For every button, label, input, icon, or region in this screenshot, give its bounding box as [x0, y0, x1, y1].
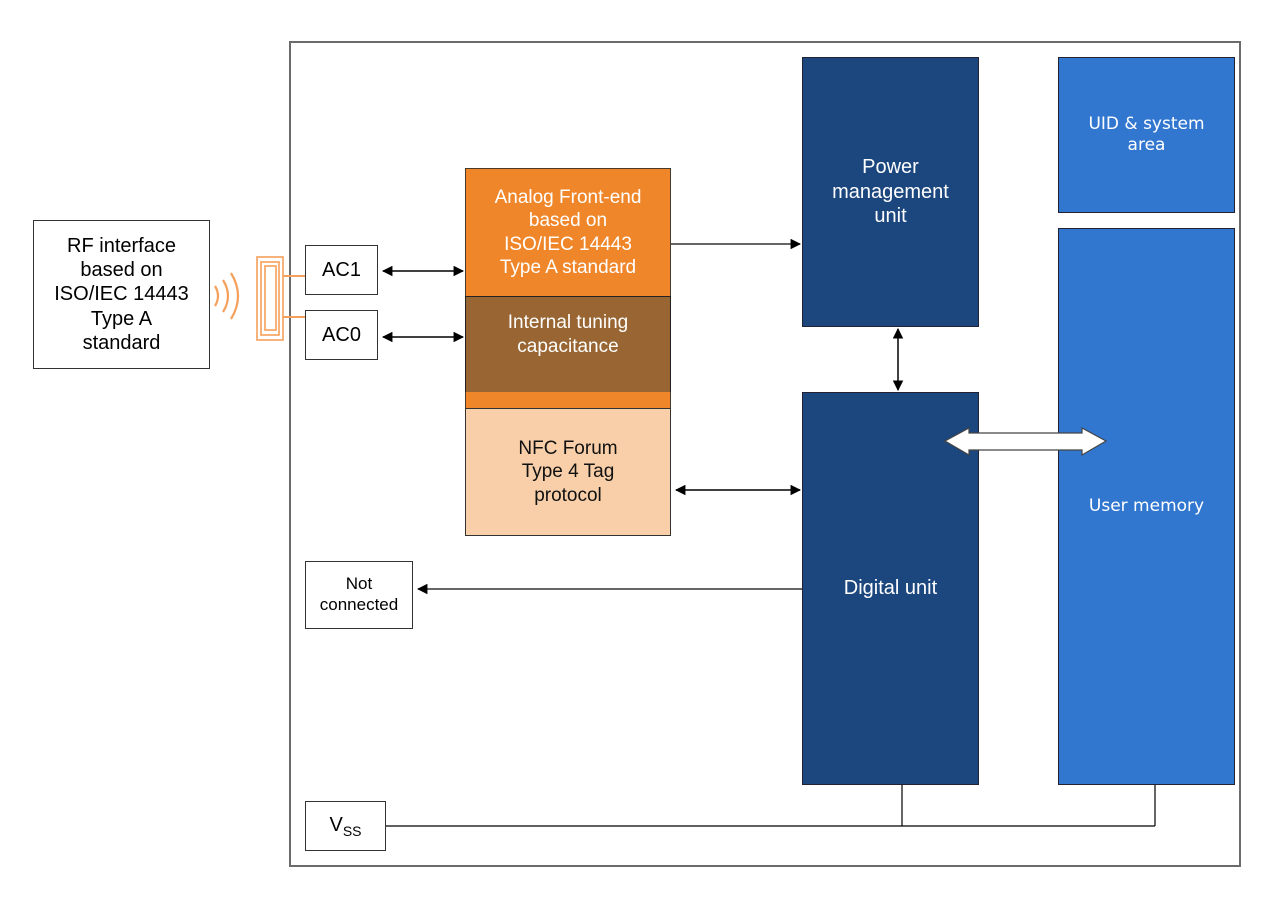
internal-tuning-label: Internal tuning capacitance [507, 312, 629, 357]
rf-interface-label: RF interface based on ISO/IEC 14443 Type… [54, 234, 189, 355]
user-memory-block: User memory [1058, 228, 1235, 785]
nfc-protocol-block: NFC Forum Type 4 Tag protocol [465, 408, 671, 536]
pin-ac1: AC1 [305, 245, 378, 295]
vss-subscript: SS [342, 822, 362, 839]
antenna-coil-icon [256, 256, 284, 341]
pin-not-connected-label: Not connected [319, 574, 399, 614]
pin-ac1-label: AC1 [322, 258, 361, 281]
analog-front-end-label: Analog Front-end based on ISO/IEC 14443 … [494, 187, 642, 278]
rf-waves-icon [214, 272, 240, 320]
pin-vss: VSS [305, 801, 386, 851]
vss-main: V [329, 813, 343, 836]
digital-memory-bus-arrow [943, 426, 1108, 457]
pin-not-connected: Not connected [305, 561, 413, 629]
pin-ac0-label: AC0 [322, 323, 361, 346]
vss-ground-wire [386, 785, 1156, 827]
digital-unit-label: Digital unit [843, 577, 938, 600]
analog-strip [465, 392, 671, 409]
uid-system-area-label: UID & system area [1088, 114, 1205, 155]
pin-vss-label: VSS [329, 814, 361, 839]
pin-ac0: AC0 [305, 310, 378, 360]
internal-tuning-block: Internal tuning capacitance [465, 296, 671, 393]
rf-interface-box: RF interface based on ISO/IEC 14443 Type… [33, 220, 210, 369]
nfc-protocol-label: NFC Forum Type 4 Tag protocol [518, 438, 618, 506]
chip-boundary [289, 41, 1241, 867]
analog-front-end-block: Analog Front-end based on ISO/IEC 14443 … [465, 168, 671, 297]
uid-system-area-block: UID & system area [1058, 57, 1235, 213]
user-memory-label: User memory [1088, 496, 1205, 517]
digital-unit-block: Digital unit [802, 392, 979, 785]
power-management-label: Power management unit [832, 156, 949, 228]
power-management-block: Power management unit [802, 57, 979, 327]
